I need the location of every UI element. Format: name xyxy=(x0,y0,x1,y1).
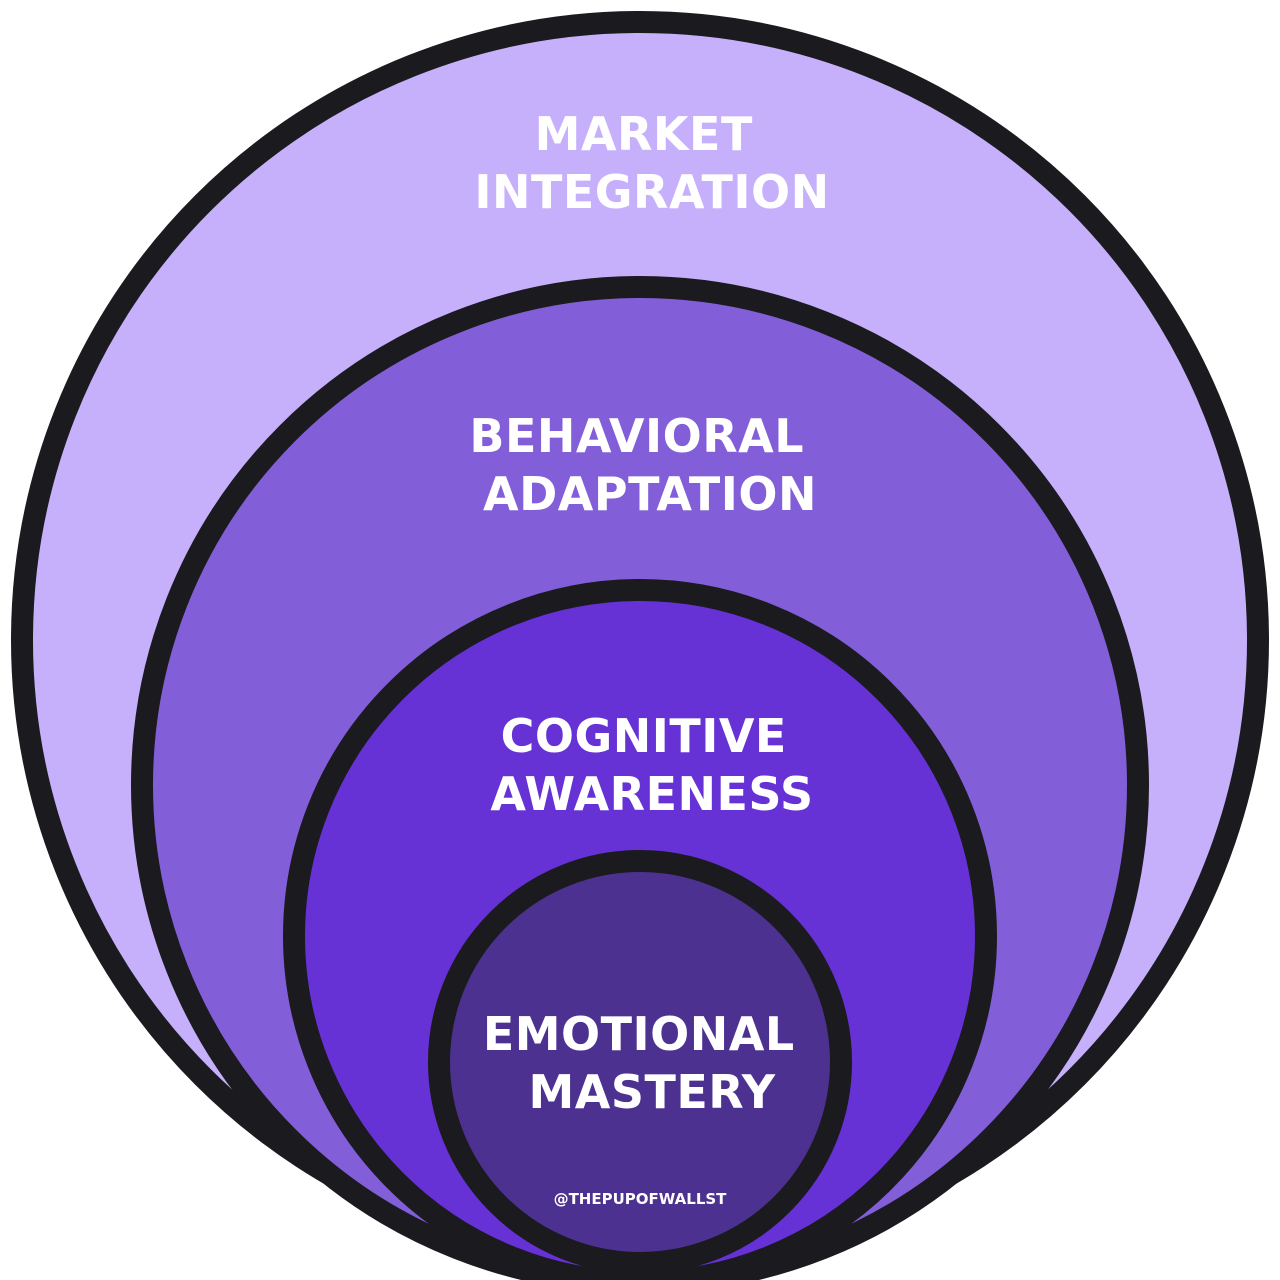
label-cognitive-awareness-line2: AWARENESS xyxy=(490,767,813,821)
label-market-integration-line2: INTEGRATION xyxy=(474,165,829,219)
label-cognitive-awareness: COGNITIVE AWARENESS xyxy=(490,709,813,821)
label-behavioral-adaptation: BEHAVIORAL ADAPTATION xyxy=(469,409,820,521)
label-cognitive-awareness-line1: COGNITIVE xyxy=(501,709,787,763)
label-behavioral-adaptation-line2: ADAPTATION xyxy=(483,467,817,521)
label-market-integration-line1: MARKET xyxy=(535,107,753,161)
label-behavioral-adaptation-line1: BEHAVIORAL xyxy=(469,409,804,463)
label-emotional-mastery-line1: EMOTIONAL xyxy=(483,1007,795,1061)
label-market-integration: MARKET INTEGRATION xyxy=(474,107,829,219)
label-emotional-mastery-line2: MASTERY xyxy=(528,1065,775,1119)
layer-emotional-mastery: EMOTIONAL MASTERY @THEPUPOFWALLST xyxy=(428,850,852,1274)
label-emotional-mastery: EMOTIONAL MASTERY xyxy=(483,1007,811,1119)
credit-handle: @THEPUPOFWALLST xyxy=(554,1190,728,1208)
ring-emotional-mastery xyxy=(428,850,852,1274)
